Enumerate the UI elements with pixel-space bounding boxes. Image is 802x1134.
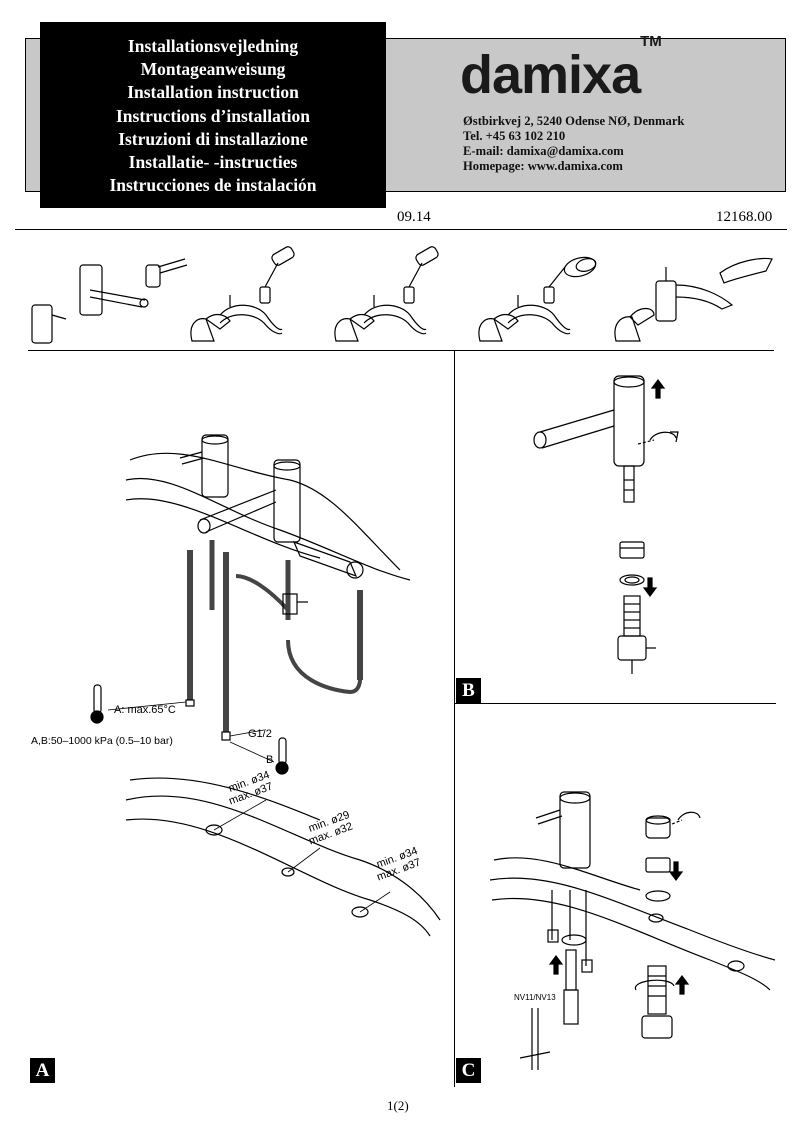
product-variant-5 <box>614 257 773 342</box>
panel-a-label: A <box>30 1058 55 1083</box>
trademark: TM <box>640 33 662 50</box>
nut-and-washer <box>619 541 645 586</box>
header-rule <box>15 229 787 230</box>
thermometer-hot-icon <box>90 684 104 724</box>
contact-phone: Tel. +45 63 102 210 <box>463 129 566 143</box>
thread-note: G1/2 <box>248 728 272 740</box>
up-arrow-icon <box>674 975 690 995</box>
hole-dimension-2: min. ø29 max. ø32 <box>307 809 355 848</box>
title-it: Istruzioni di installazione <box>118 128 308 149</box>
mixer-body <box>535 791 593 973</box>
thermometer-cold-icon <box>275 737 289 775</box>
threaded-shank <box>635 965 675 1039</box>
contact-email: E-mail: damixa@damixa.com <box>463 144 624 158</box>
panel-b-label: B <box>456 678 481 703</box>
product-variant-3 <box>334 246 439 342</box>
hand-shower-cap <box>645 815 671 902</box>
pressure-note: A,B:50–1000 kPa (0.5–10 bar) <box>31 735 173 747</box>
mixer-body <box>179 434 229 498</box>
title-da: Installationsvejledning <box>127 36 299 56</box>
panel-b-diagram <box>533 375 679 674</box>
brand-logo: damixaTM <box>460 33 662 106</box>
contact-address: Østbirkvej 2, 5240 Odense NØ, Denmark <box>463 114 685 128</box>
spout-assembly <box>533 375 645 503</box>
contact-homepage: Homepage: www.damixa.com <box>463 159 623 173</box>
product-strip-rule <box>28 350 774 351</box>
countertop-upper <box>125 452 411 581</box>
product-variant-2 <box>190 246 295 342</box>
up-arrow-icon <box>548 955 564 975</box>
title-en: Installation instruction <box>127 82 299 103</box>
rotate-arrow-icon <box>671 811 701 825</box>
title-es: Instrucciones de instalación <box>109 175 317 196</box>
panel-a-diagram: A: max.65°C A,B:50–1000 kPa (0.5–10 bar)… <box>31 434 441 937</box>
wrench-tool-icon <box>519 949 579 1070</box>
title-de: Montageanweisung <box>140 59 286 80</box>
page-number: 1(2) <box>387 1098 409 1113</box>
countertop-lower <box>125 777 441 937</box>
title-block: Installationsvejledning Montageanweisung… <box>40 22 386 208</box>
countertop-section <box>489 857 776 991</box>
doc-date: 09.14 <box>397 209 431 225</box>
panel-bc-divider <box>455 703 776 704</box>
panel-c-diagram: NV11/NV13 <box>489 791 776 1070</box>
hose-b-label: B <box>266 754 273 766</box>
column-divider <box>454 351 455 1087</box>
doc-number: 12168.00 <box>716 209 773 225</box>
rotate-arrow-icon <box>637 431 679 445</box>
spout <box>197 459 301 543</box>
up-arrow-icon <box>650 379 666 399</box>
temp-note: A: max.65°C <box>114 704 176 716</box>
panel-c-label: C <box>456 1058 481 1083</box>
contact-block: Østbirkvej 2, 5240 Odense NØ, Denmark Te… <box>463 114 684 174</box>
product-variant-4 <box>478 256 597 342</box>
brand-name: damixa <box>460 45 641 105</box>
supply-hoses <box>185 540 363 741</box>
down-arrow-icon <box>642 577 658 597</box>
threaded-shank <box>617 595 656 674</box>
product-variant-1 <box>31 258 188 344</box>
hole-dimension-1: min. ø34 max. ø37 <box>227 769 275 808</box>
title-nl: Installatie- -instructies <box>128 152 298 173</box>
handshower <box>292 540 364 579</box>
down-arrow-icon <box>668 861 684 881</box>
tool-label: NV11/NV13 <box>514 993 556 1002</box>
title-fr: Instructions d’installation <box>116 105 310 126</box>
product-variants-strip <box>31 246 773 344</box>
